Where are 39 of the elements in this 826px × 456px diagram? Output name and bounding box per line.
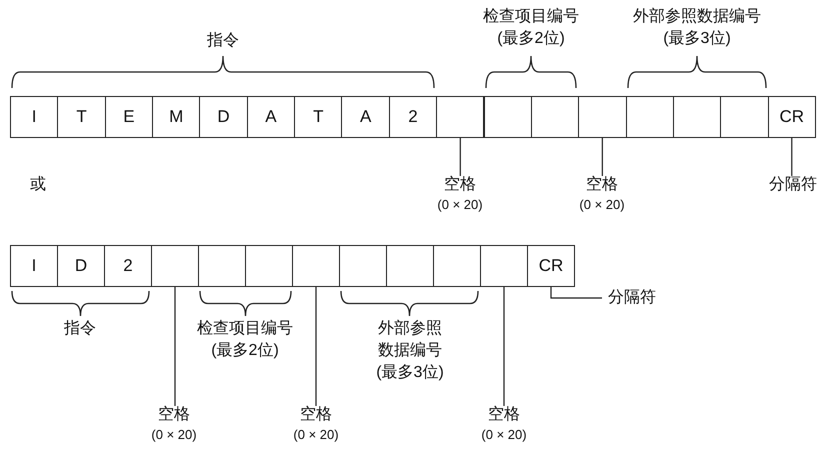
bracket-label: 指令: [207, 31, 239, 51]
space-label: 空格 (0 × 20): [293, 404, 339, 444]
leader-line: [791, 138, 792, 176]
space-label: 空格 (0 × 20): [437, 174, 483, 214]
bracket-label: 检查项目编号: [483, 6, 579, 27]
character-cell: CR: [768, 96, 816, 138]
character-cell: T: [294, 96, 342, 138]
leader-line: [602, 138, 603, 176]
character-cell: D: [57, 245, 105, 287]
bracket-label: (最多2位): [497, 29, 565, 49]
character-cell: CR: [527, 245, 575, 287]
bracket-label: 外部参照数据编号: [377, 318, 443, 361]
bracket-label: 外部参照数据编号: [633, 6, 761, 27]
space-label: 空格 (0 × 20): [481, 404, 527, 444]
character-cell: 2: [388, 96, 438, 138]
leader-line: [550, 287, 602, 299]
space-label: 空格 (0 × 20): [579, 174, 625, 214]
character-cell: I: [10, 245, 58, 287]
character-cell: E: [104, 96, 154, 138]
leader-line: [315, 287, 317, 406]
bracket-label: (最多3位): [376, 363, 444, 383]
character-cell: I: [10, 96, 58, 138]
character-cell: 2: [104, 245, 152, 287]
bracket-label: (最多2位): [211, 341, 279, 361]
or-label: 或: [30, 174, 46, 195]
space-label: 空格 (0 × 20): [151, 404, 197, 444]
leader-line: [174, 287, 176, 406]
character-cell: T: [57, 96, 106, 138]
delimiter-label: 分隔符: [769, 174, 817, 196]
character-cell: M: [152, 96, 200, 138]
character-cell: A: [341, 96, 390, 138]
bracket-label: 检查项目编号: [197, 318, 293, 339]
bracket-label: (最多3位): [663, 29, 731, 49]
character-cell: A: [246, 96, 296, 138]
character-cell: D: [199, 96, 248, 138]
leader-line: [503, 287, 505, 406]
delimiter-label: 分隔符: [608, 287, 656, 309]
leader-line: [460, 138, 461, 176]
bracket-label: 指令: [64, 319, 96, 339]
